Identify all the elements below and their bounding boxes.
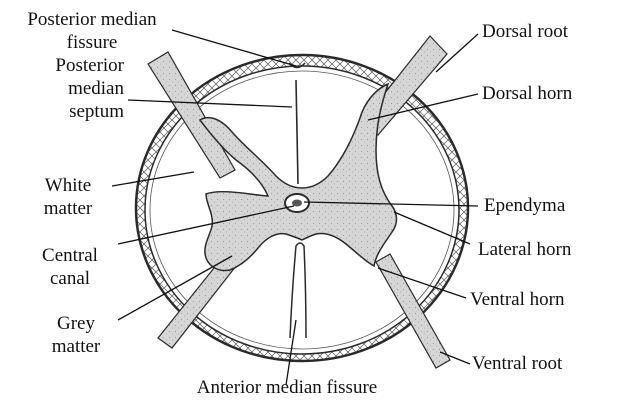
label-ependyma: Ependyma: [484, 194, 565, 217]
label-central-canal: Central canal: [24, 244, 116, 290]
label-ventral-horn: Ventral horn: [470, 288, 564, 311]
label-line: matter: [38, 335, 114, 358]
label-line: canal: [24, 267, 116, 290]
label-line: Grey: [38, 312, 114, 335]
label-line: Posterior: [14, 54, 124, 77]
label-line: septum: [14, 100, 124, 123]
label-line: Central: [24, 244, 116, 267]
label-grey-matter: Grey matter: [38, 312, 114, 358]
label-dorsal-root: Dorsal root: [482, 20, 568, 43]
label-line: median: [14, 77, 124, 100]
label-line: Posterior median: [8, 8, 176, 31]
label-posterior-median-septum: Posterior median septum: [14, 54, 124, 123]
label-white-matter: White matter: [24, 174, 112, 220]
label-anterior-median-fissure: Anterior median fissure: [162, 376, 412, 399]
label-line: White: [24, 174, 112, 197]
label-line: matter: [24, 197, 112, 220]
label-ventral-root: Ventral root: [472, 352, 562, 375]
label-posterior-median-fissure: Posterior median fissure: [8, 8, 176, 54]
leader-posterior-median-fissure: [172, 30, 296, 66]
label-dorsal-horn: Dorsal horn: [482, 82, 572, 105]
label-lateral-horn: Lateral horn: [478, 238, 571, 261]
label-line: fissure: [8, 31, 176, 54]
